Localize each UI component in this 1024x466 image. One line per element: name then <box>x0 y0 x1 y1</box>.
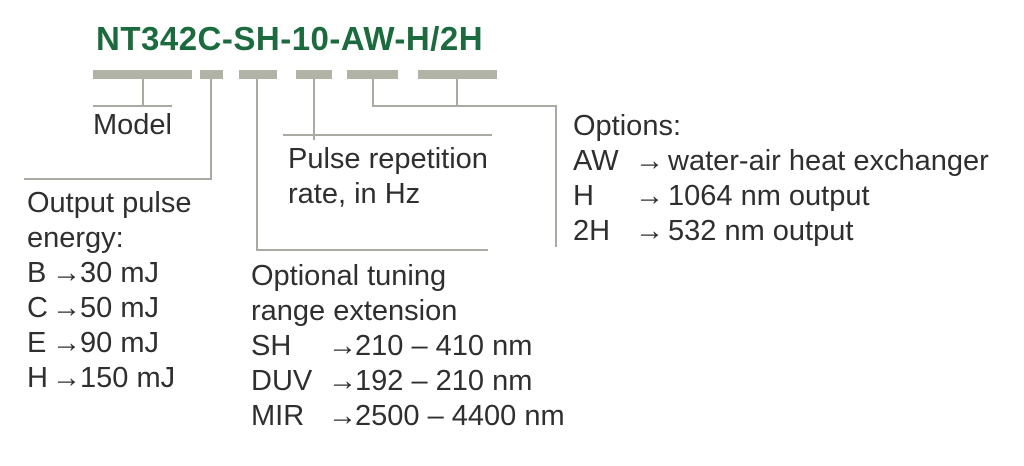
arrow-right-icon: → <box>52 292 81 324</box>
connector-aw-vertical <box>372 79 374 107</box>
option-code: H <box>573 180 594 212</box>
tuning-block: Optional tuning range extension SH → 210… <box>251 259 565 434</box>
energy-value: 30 mJ <box>80 257 159 289</box>
underline-output-segment <box>418 70 497 79</box>
energy-heading-line1: Output pulse <box>27 187 192 219</box>
repetition-rate-line1: Pulse repetition <box>288 143 488 175</box>
energy-code: E <box>27 327 47 359</box>
tuning-item: MIR → 2500 – 4400 nm <box>251 399 565 434</box>
tuning-heading-line1: Optional tuning <box>251 260 447 292</box>
arrow-right-icon: → <box>328 365 357 397</box>
connector-model-horizontal <box>93 105 172 107</box>
connector-model-vertical <box>142 79 144 106</box>
tuning-value: 192 – 210 nm <box>355 365 533 397</box>
energy-value: 50 mJ <box>80 292 159 324</box>
options-item: H → 1064 nm output <box>573 179 989 214</box>
tuning-value: 210 – 410 nm <box>355 330 533 362</box>
tuning-code: MIR <box>251 400 305 432</box>
arrow-right-icon: → <box>635 215 664 247</box>
energy-block: Output pulse energy: B → 30 mJ C → 50 mJ… <box>27 186 191 396</box>
repetition-rate-line2: rate, in Hz <box>288 178 421 210</box>
tuning-value: 2500 – 4400 nm <box>355 400 565 432</box>
options-item: AW → water-air heat exchanger <box>573 144 989 179</box>
underline-rate-segment <box>296 70 332 79</box>
arrow-right-icon: → <box>52 257 81 289</box>
arrow-right-icon: → <box>635 145 664 177</box>
underline-aw-segment <box>347 70 398 79</box>
connector-rate-vertical <box>313 79 315 140</box>
arrow-right-icon: → <box>52 362 81 394</box>
energy-item: C → 50 mJ <box>27 291 191 326</box>
arrow-right-icon: → <box>328 330 357 362</box>
model-label: Model <box>93 109 172 141</box>
option-code: 2H <box>573 215 611 247</box>
energy-code: H <box>27 362 48 394</box>
connector-output-vertical <box>456 79 458 107</box>
option-value: 532 nm output <box>668 215 854 247</box>
arrow-right-icon: → <box>328 400 357 432</box>
option-code: AW <box>573 145 619 177</box>
options-block: Options: AW → water-air heat exchanger H… <box>573 109 989 249</box>
tuning-code: SH <box>251 330 292 362</box>
energy-value: 150 mJ <box>80 362 176 394</box>
energy-item: B → 30 mJ <box>27 256 191 291</box>
connector-energy-horizontal <box>24 178 212 180</box>
underline-model-segment <box>93 70 192 79</box>
energy-code: B <box>27 257 47 289</box>
connector-tuning-vertical <box>256 79 258 251</box>
connector-rate-horizontal <box>283 134 492 136</box>
underline-energy-segment <box>200 70 223 79</box>
energy-code: C <box>27 292 48 324</box>
underline-tuning-segment <box>239 70 277 79</box>
connector-options-vertical <box>555 105 557 247</box>
energy-heading-line2: energy: <box>27 222 124 254</box>
arrow-right-icon: → <box>635 180 664 212</box>
connector-energy-vertical <box>210 79 212 180</box>
options-heading: Options: <box>573 110 681 142</box>
energy-item: E → 90 mJ <box>27 326 191 361</box>
tuning-heading-line2: range extension <box>251 295 458 327</box>
options-item: 2H → 532 nm output <box>573 214 989 249</box>
product-code-title: NT342C-SH-10-AW-H/2H <box>96 20 484 57</box>
energy-value: 90 mJ <box>80 327 159 359</box>
option-value: 1064 nm output <box>668 180 870 212</box>
option-value: water-air heat exchanger <box>668 145 989 177</box>
tuning-code: DUV <box>251 365 313 397</box>
tuning-item: DUV → 192 – 210 nm <box>251 364 565 399</box>
tuning-item: SH → 210 – 410 nm <box>251 329 565 364</box>
connector-tuning-horizontal <box>256 249 488 251</box>
energy-item: H → 150 mJ <box>27 361 191 396</box>
arrow-right-icon: → <box>52 327 81 359</box>
repetition-rate-block: Pulse repetition rate, in Hz <box>288 142 488 212</box>
connector-options-horizontal <box>372 105 557 107</box>
